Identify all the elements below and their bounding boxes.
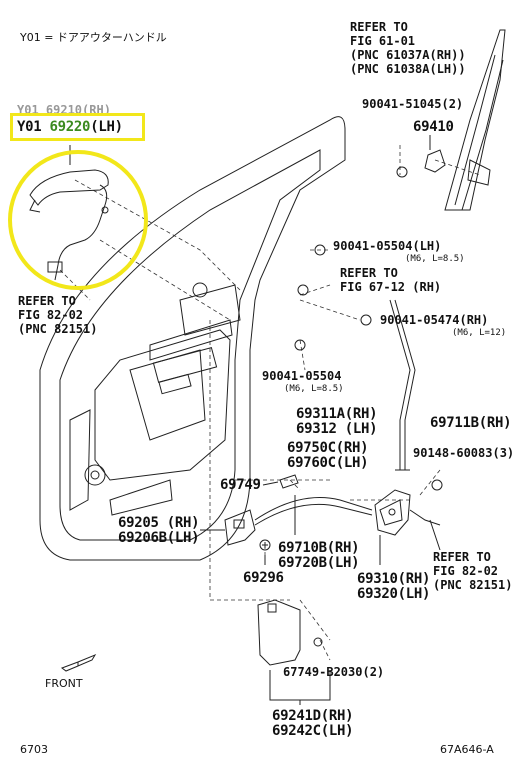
door-panel-outline xyxy=(39,116,346,561)
part-69205-group[interactable]: 69205 (RH) 69206B(LH) xyxy=(118,515,200,546)
part-69710b-group[interactable]: 69710B(RH) 69720B(LH) xyxy=(278,540,360,571)
door-panel-inner-outline xyxy=(59,149,321,541)
ref-fig-82-02-right[interactable]: REFER TO FIG 82-02 (PNC 82151) xyxy=(433,550,513,592)
ref-fig-67-12[interactable]: REFER TO FIG 67-12 (RH) xyxy=(340,266,442,294)
highlight-box xyxy=(10,113,145,141)
part-67749-b2030[interactable]: 67749-B2030(2) xyxy=(283,665,385,679)
inner-handle xyxy=(224,509,256,546)
highlight-circle xyxy=(8,150,148,290)
front-label: FRONT xyxy=(45,677,83,690)
part-69410[interactable]: 69410 xyxy=(413,119,454,135)
highlighted-part-label[interactable]: Y01 69220(LH) xyxy=(17,120,123,134)
figure-id: 67A646-A xyxy=(440,743,494,756)
part-90041-51045[interactable]: 90041-51045(2) xyxy=(362,97,464,111)
part-69241d-group[interactable]: 69241D(RH) 69242C(LH) xyxy=(272,708,354,739)
window-frame xyxy=(444,29,506,211)
door-lock xyxy=(374,489,411,536)
highlight-part-number[interactable]: 69220 xyxy=(49,119,91,135)
part-69750c-group[interactable]: 69750C(RH) 69760C(LH) xyxy=(287,440,369,471)
highlight-prefix: Y01 xyxy=(17,119,42,135)
ref-fig-82-02-left[interactable]: REFER TO FIG 82-02 (PNC 82151) xyxy=(18,294,98,336)
part-69310-group[interactable]: 69310(RH) 69320(LH) xyxy=(357,571,431,602)
part-69711b[interactable]: 69711B(RH) xyxy=(430,415,512,431)
part-90041-05504-lh[interactable]: 90041-05504(LH) xyxy=(333,239,442,253)
part-69296[interactable]: 69296 xyxy=(243,570,284,586)
lock-cover xyxy=(257,599,301,666)
legend-text: Y01 = ドアアウターハンドル xyxy=(20,31,167,44)
part-90148-60083[interactable]: 90148-60083(3) xyxy=(413,446,515,460)
part-90041-05504-lh-spec: (M6, L=8.5) xyxy=(405,254,465,264)
part-69311a-group[interactable]: 69311A(RH) 69312 (LH) xyxy=(296,406,378,437)
page-number: 6703 xyxy=(20,743,48,756)
part-90041-05474[interactable]: 90041-05474(RH) xyxy=(380,313,489,327)
highlight-side: (LH) xyxy=(90,119,123,135)
part-90041-05504[interactable]: 90041-05504 xyxy=(262,369,342,383)
lock-rod xyxy=(389,299,411,470)
outer-handle xyxy=(29,169,109,206)
part-69749[interactable]: 69749 xyxy=(220,477,261,493)
ref-fig-61-01[interactable]: REFER TO FIG 61-01 (PNC 61037A(RH)) (PNC… xyxy=(350,20,466,76)
part-90041-05474-spec: (M6, L=12) xyxy=(452,328,507,338)
front-arrow-icon xyxy=(60,653,97,672)
bracket-69410 xyxy=(424,149,446,173)
part-90041-05504-spec: (M6, L=8.5) xyxy=(284,384,344,394)
